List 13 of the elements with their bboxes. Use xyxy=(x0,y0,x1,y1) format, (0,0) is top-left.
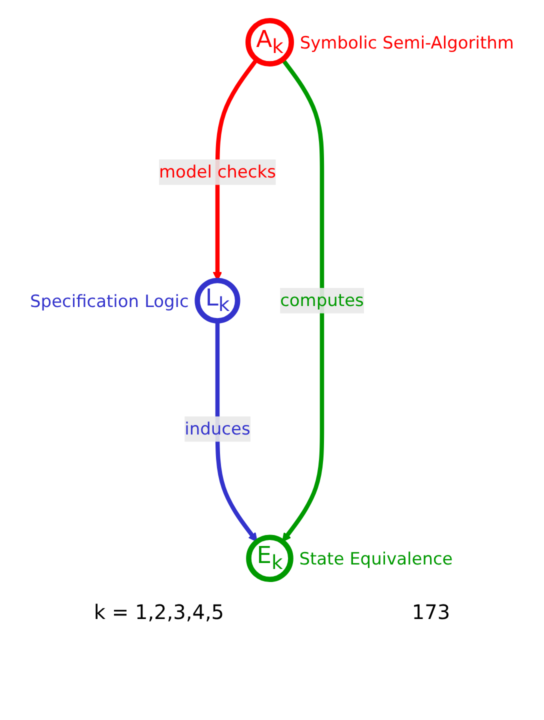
note-text: k = 1,2,3,4,5 xyxy=(94,600,224,624)
arrow xyxy=(281,58,324,542)
edge-label: model checks xyxy=(159,162,276,182)
edge-label: induces xyxy=(184,418,250,439)
node-caption: Specification Logic xyxy=(30,292,189,312)
node-caption: State Equivalence xyxy=(299,550,453,570)
edge-label: computes xyxy=(280,290,364,310)
node-caption: Symbolic Semi-Algorithm xyxy=(300,34,514,54)
arrow xyxy=(215,320,258,542)
node-circle: E$_{k}$ xyxy=(246,534,294,582)
node-circle: L$_{k}$ xyxy=(194,278,240,324)
node-circle: A$_{k}$ xyxy=(245,18,294,66)
note-text: 173 xyxy=(412,600,450,624)
